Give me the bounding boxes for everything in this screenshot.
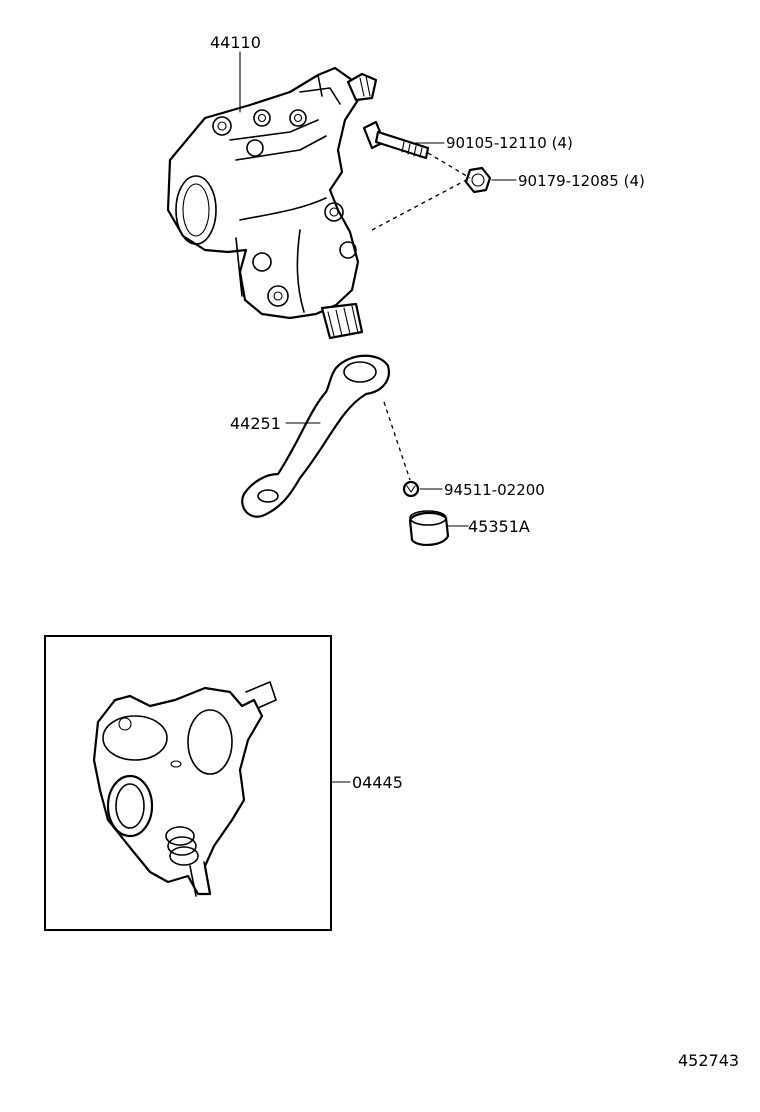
callout-nut: 90179-12085 (4) [518, 172, 645, 190]
lock-washer [402, 480, 420, 498]
steering-gear-housing [166, 66, 378, 340]
callout-04445: 04445 [352, 773, 403, 792]
callout-bolt: 90105-12110 (4) [446, 134, 573, 152]
callout-44251: 44251 [230, 414, 281, 433]
callout-44110: 44110 [210, 33, 261, 52]
figure-number: 452743 [678, 1051, 739, 1070]
nut [464, 166, 492, 194]
gasket-kit-box [44, 635, 332, 931]
arm-nut [408, 510, 450, 546]
pitman-arm [241, 354, 390, 518]
callout-washer: 94511-02200 [444, 481, 545, 499]
bolt [362, 120, 430, 160]
callout-arm-nut: 45351A [468, 517, 530, 536]
